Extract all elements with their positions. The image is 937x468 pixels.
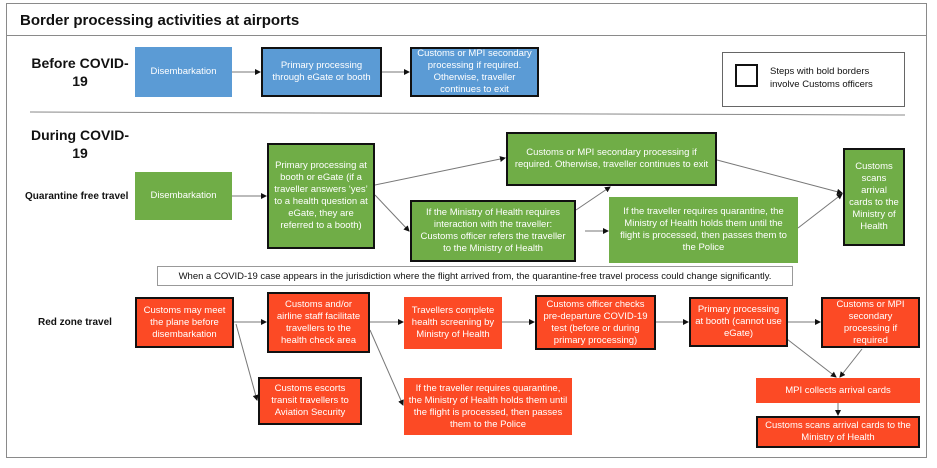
step-qf-quarantine: If the traveller requires quarantine, th… xyxy=(609,197,798,263)
arrow xyxy=(369,329,404,406)
step-rz-health-screening: Travellers complete health screening by … xyxy=(404,297,502,349)
step-rz-secondary: Customs or MPI secondary processing if r… xyxy=(821,297,920,348)
diagram-frame xyxy=(6,3,927,458)
section-label-before: Before COVID-19 xyxy=(31,55,129,89)
step-rz-quarantine: If the traveller requires quarantine, th… xyxy=(404,378,572,435)
step-rz-collect-cards: MPI collects arrival cards xyxy=(756,378,920,403)
step-rz-escort-transit: Customs escorts transit travellers to Av… xyxy=(258,377,362,425)
arrow xyxy=(575,186,611,211)
step-rz-test-check: Customs officer checks pre-departure COV… xyxy=(535,295,656,350)
diagram-title: Border processing activities at airports xyxy=(20,12,300,29)
step-qf-disembarkation: Disembarkation xyxy=(135,172,232,220)
arrow xyxy=(235,323,259,401)
row-label-quarantine-free: Quarantine free travel xyxy=(25,191,129,202)
legend: Steps with bold borders involve Customs … xyxy=(722,52,905,107)
step-before-disembarkation: Disembarkation xyxy=(135,47,232,97)
title-bar: Border processing activities at airports xyxy=(6,3,927,36)
step-qf-scan-cards: Customs scans arrival cards to the Minis… xyxy=(843,148,905,246)
section-divider xyxy=(29,111,906,116)
step-qf-secondary: Customs or MPI secondary processing if r… xyxy=(506,132,717,186)
section-label-during: During COVID-19 xyxy=(31,127,129,161)
arrow xyxy=(374,194,410,232)
legend-text: Steps with bold borders involve Customs … xyxy=(770,66,873,90)
arrow xyxy=(839,348,863,378)
arrow xyxy=(797,193,843,229)
bold-border-swatch xyxy=(735,64,758,87)
step-rz-primary: Primary processing at booth (cannot use … xyxy=(689,297,788,347)
step-qf-moh-referral: If the Ministry of Health requires inter… xyxy=(410,200,576,262)
step-rz-scan-cards: Customs scans arrival cards to the Minis… xyxy=(756,416,920,448)
step-qf-primary: Primary processing at booth or eGate (if… xyxy=(267,143,375,249)
step-before-primary: Primary processing through eGate or boot… xyxy=(261,47,382,97)
row-label-red-zone: Red zone travel xyxy=(38,317,112,328)
arrow xyxy=(374,156,506,186)
step-rz-facilitate: Customs and/or airline staff facilitate … xyxy=(267,292,370,353)
note-box: When a COVID-19 case appears in the juri… xyxy=(157,266,793,286)
step-rz-meet-plane: Customs may meet the plane before disemb… xyxy=(135,297,234,348)
arrow xyxy=(716,159,843,195)
step-before-secondary: Customs or MPI secondary processing if r… xyxy=(410,47,539,97)
